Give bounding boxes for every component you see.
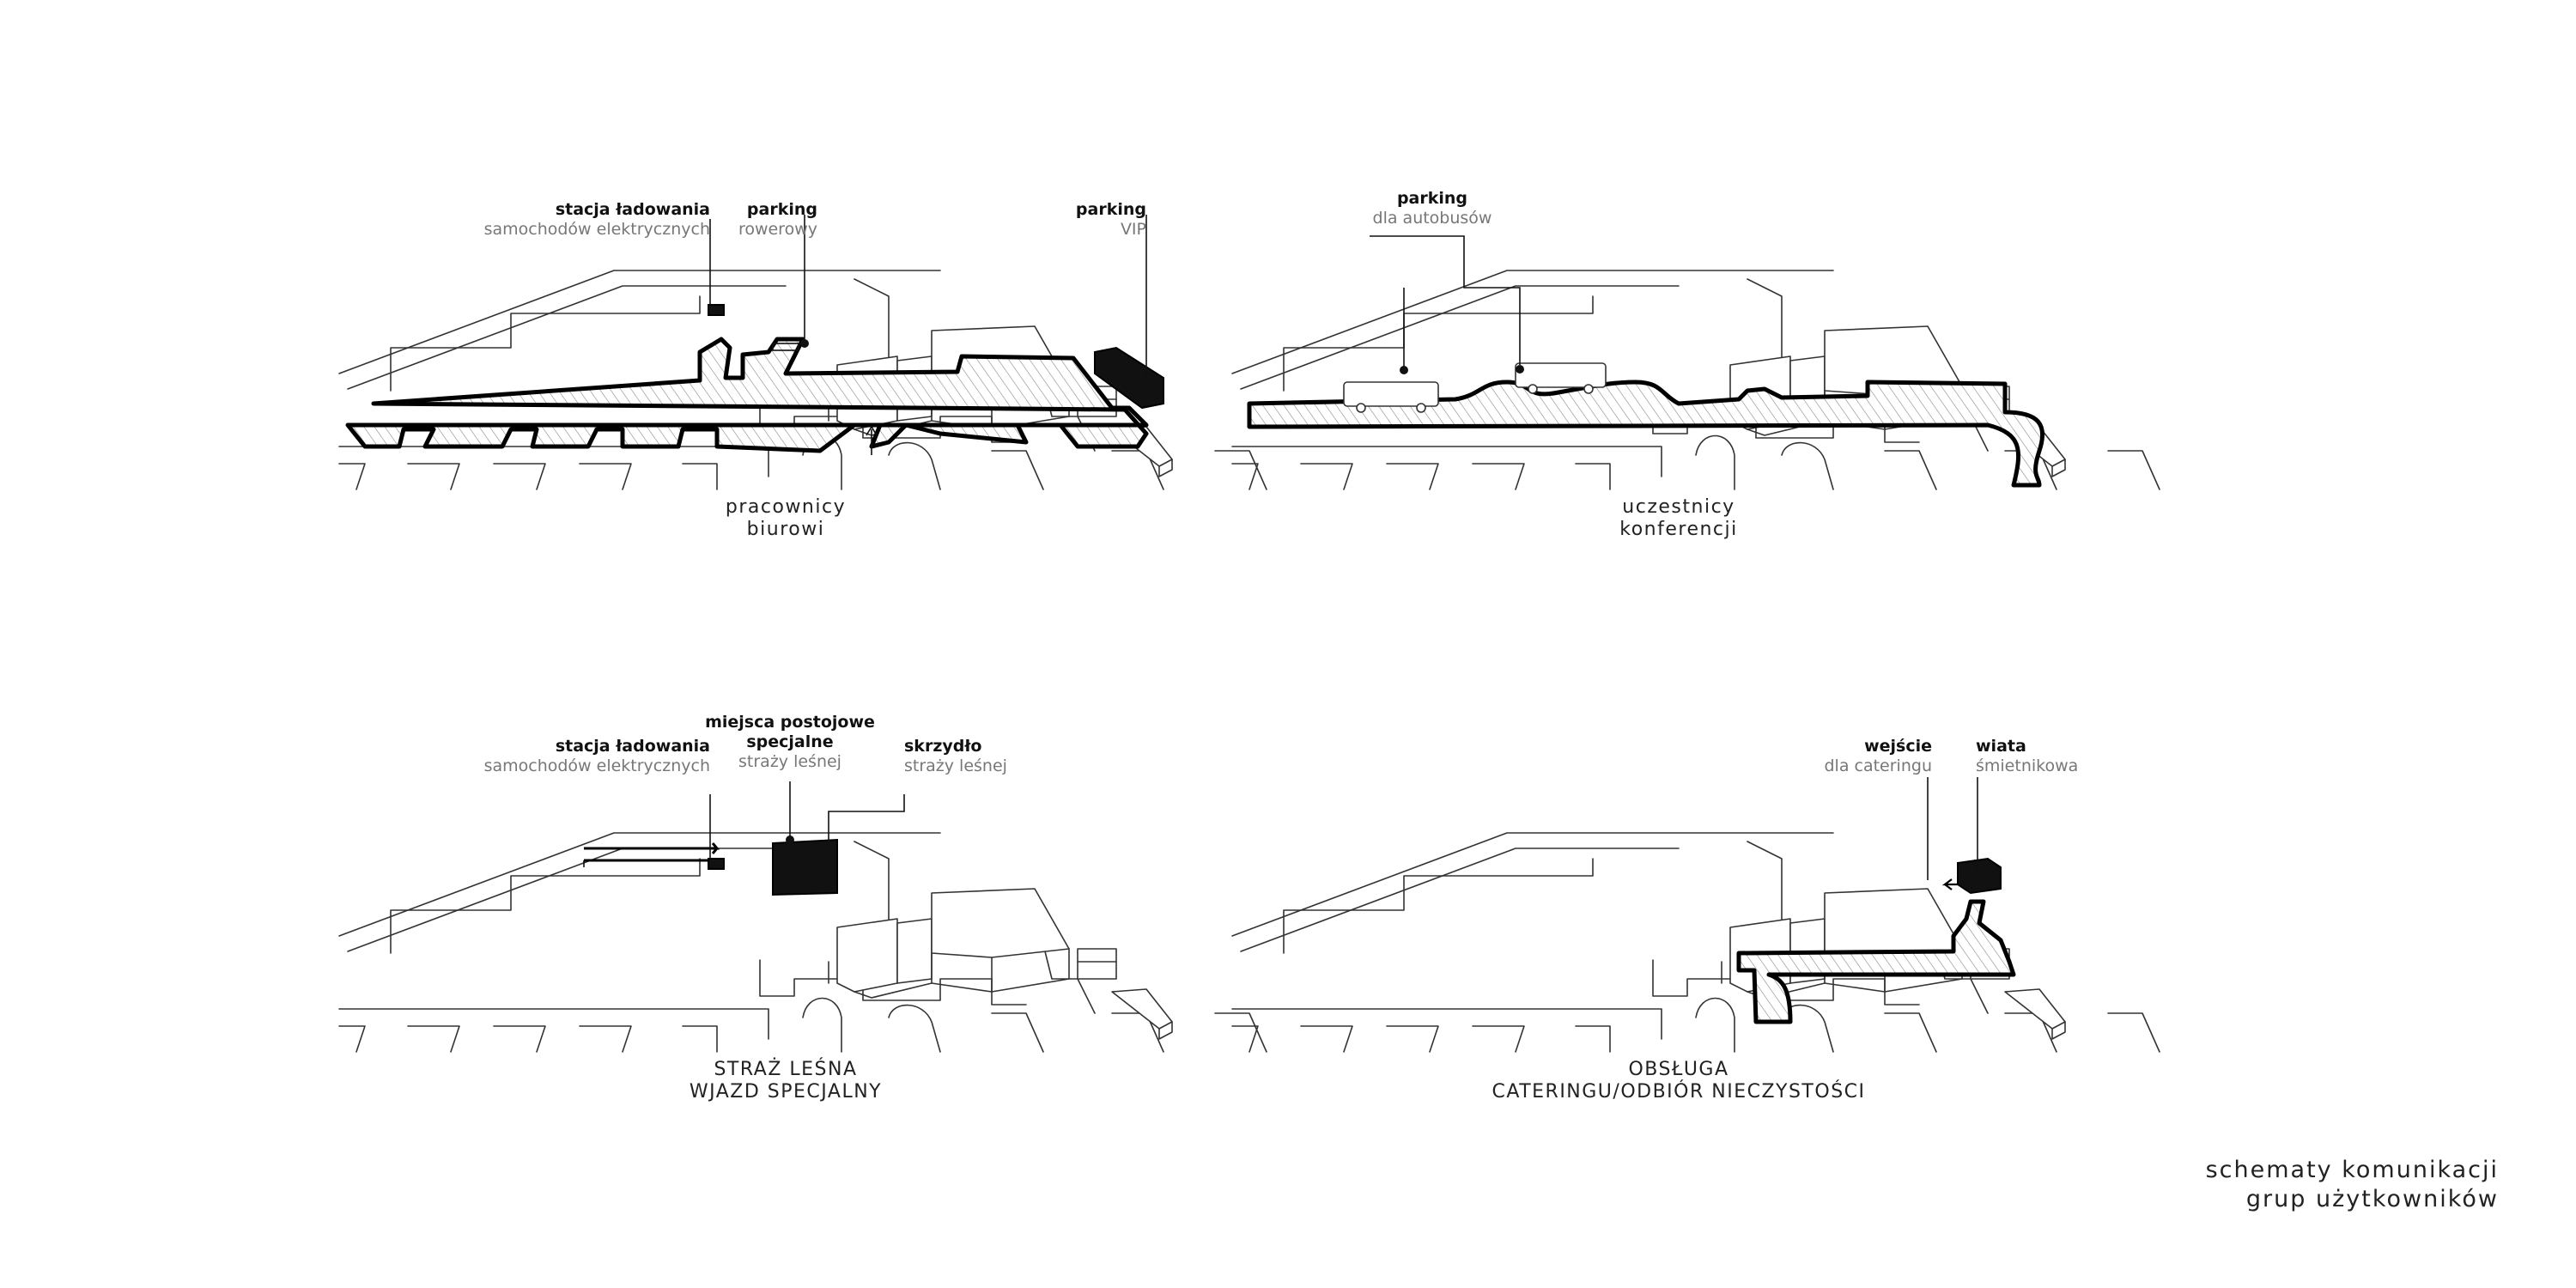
site-diagram-catering bbox=[1231, 777, 2160, 1053]
ev-charging-station-block bbox=[708, 304, 725, 316]
bus-icon-1 bbox=[1343, 381, 1439, 413]
panel-forest-guard: stacja ładowania samochodów elektrycznyc… bbox=[338, 713, 1284, 1245]
panel-catering-waste: wejście dla cateringu wiata śmietnikowa … bbox=[1231, 730, 2177, 1245]
label-bus-parking: parking dla autobusów bbox=[1372, 189, 1492, 228]
label-forest-guard-wing: skrzydło straży leśnej bbox=[904, 737, 1007, 775]
vip-parking-block bbox=[1094, 346, 1164, 410]
label-waste-shelter: wiata śmietnikowa bbox=[1976, 737, 2079, 775]
label-ev-charging: stacja ładowania samochodów elektrycznyc… bbox=[483, 737, 710, 775]
sheet-title: schematy komunikacji grup użytkowników bbox=[2205, 1157, 2499, 1212]
caption-catering: OBSŁUGA CATERINGU/ODBIÓR NIECZYSTOŚCI bbox=[1492, 1059, 1866, 1103]
special-parking-block bbox=[772, 838, 838, 896]
label-ev-charging: stacja ładowania samochodów elektrycznyc… bbox=[483, 200, 710, 239]
label-vip-parking: parking VIP bbox=[1075, 200, 1146, 239]
label-special-parking: miejsca postojowe specjalne straży leśne… bbox=[705, 713, 875, 771]
site-diagram-office-workers bbox=[338, 215, 1267, 490]
ev-charging-station-block bbox=[708, 858, 725, 870]
label-bike-parking: parking rowerowy bbox=[738, 200, 817, 239]
label-catering-entrance: wejście dla cateringu bbox=[1824, 737, 1933, 775]
caption-forest-guard: STRAŻ LEŚNA WJAZD SPECJALNY bbox=[689, 1059, 883, 1103]
caption-office-workers: pracownicy biurowi bbox=[725, 496, 847, 540]
bike-parking-icon bbox=[772, 343, 799, 351]
bus-icon-2 bbox=[1515, 362, 1607, 394]
site-diagram-conference bbox=[1231, 235, 2160, 490]
site-diagram-forest-guard bbox=[338, 781, 1267, 1053]
caption-conference: uczestnicy konferencji bbox=[1619, 496, 1738, 540]
panel-office-workers: stacja ładowania samochodów elektrycznyc… bbox=[338, 167, 1284, 683]
panel-conference-participants: parking dla autobusów uczestnicy konfere… bbox=[1231, 167, 2177, 683]
